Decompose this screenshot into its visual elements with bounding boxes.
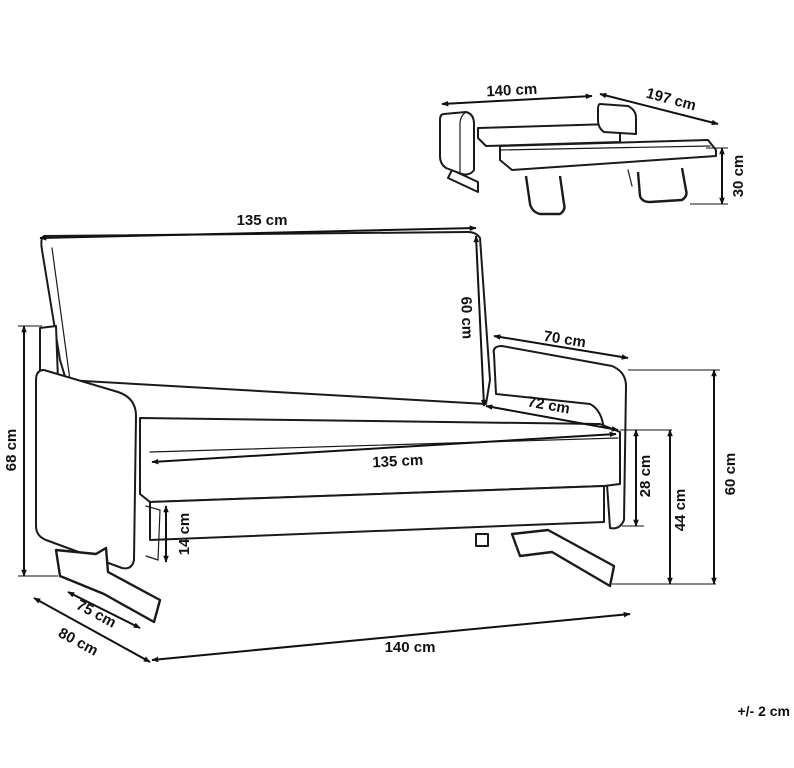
depth-75-label: 75 cm <box>73 597 119 632</box>
bed-length-label: 197 cm <box>644 85 698 115</box>
tolerance-label: +/- 2 cm <box>737 703 790 719</box>
dimension-lines <box>18 92 728 663</box>
seat-height-label: 44 cm <box>672 489 689 532</box>
total-height-label: 68 cm <box>3 429 20 472</box>
armrest-height-label: 60 cm <box>722 453 739 496</box>
base-height-label: 14 cm <box>176 513 193 556</box>
sofa-bed-illustration <box>439 103 717 216</box>
bed-height-label: 30 cm <box>730 155 747 198</box>
bed-width-label: 140 cm <box>486 81 538 101</box>
seat-cushion-height-label: 28 cm <box>637 455 654 498</box>
total-width-label: 140 cm <box>385 639 436 656</box>
seat-width-label: 135 cm <box>372 452 424 472</box>
backrest-height-label: 60 cm <box>457 296 475 339</box>
sofa-illustration <box>35 231 627 624</box>
backrest-width-label: 135 cm <box>237 212 288 229</box>
depth-80-label: 80 cm <box>55 625 101 660</box>
armrest-length-label: 70 cm <box>542 328 587 351</box>
